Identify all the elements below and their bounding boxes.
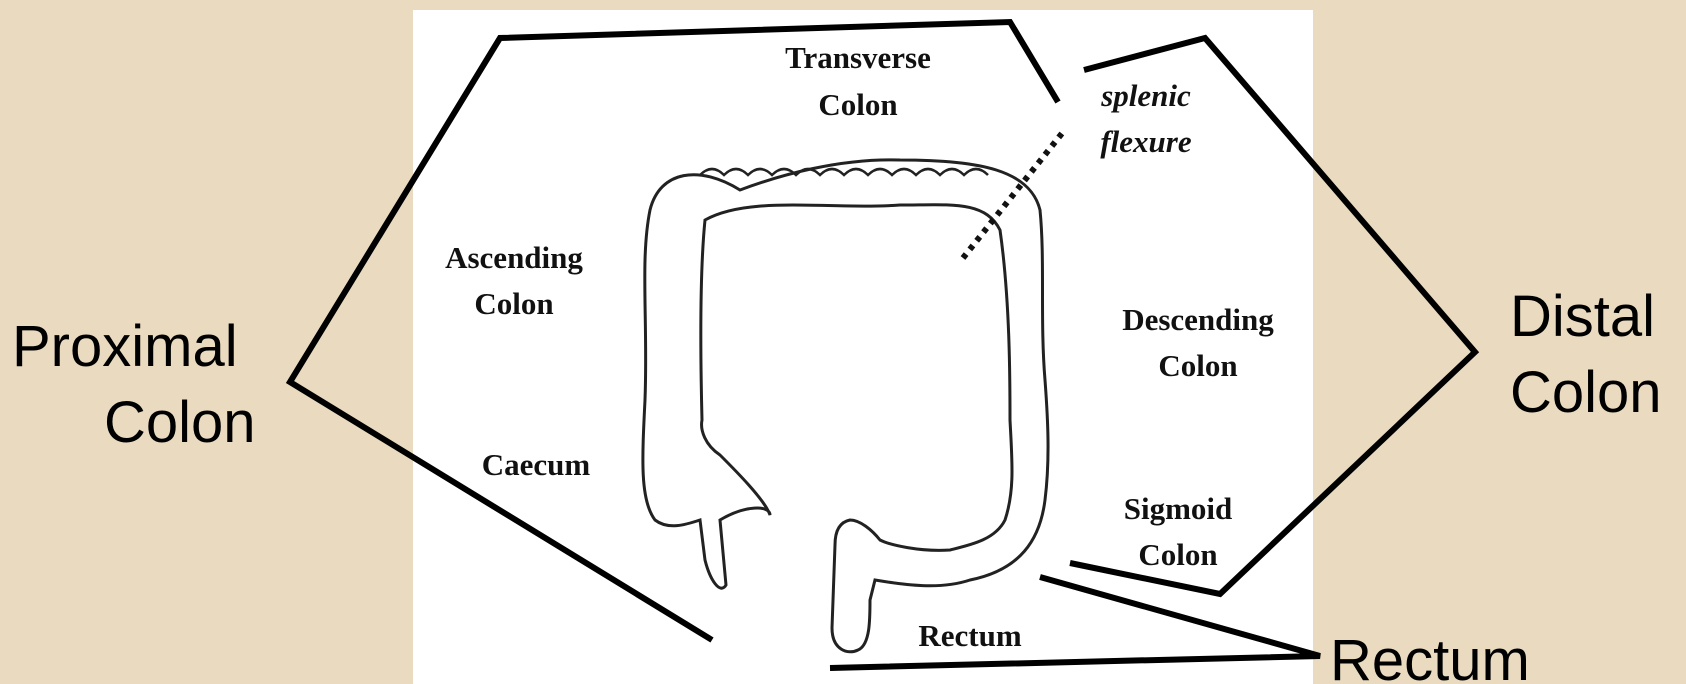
label-distal-colon-line1: Distal: [1510, 284, 1655, 349]
label-proximal-colon-line2: Colon: [104, 390, 256, 455]
label-transverse-colon-line2: Colon: [818, 87, 897, 122]
label-transverse-colon-line1: Transverse: [785, 40, 931, 75]
label-rectum-inner: Rectum: [918, 618, 1021, 653]
label-ascending-colon-line1: Ascending: [445, 240, 583, 275]
label-splenic-flexure-line2: flexure: [1100, 124, 1192, 159]
label-sigmoid-colon-line2: Colon: [1138, 537, 1217, 572]
label-rectum-outer: Rectum: [1330, 628, 1530, 684]
label-proximal-colon-line1: Proximal: [12, 314, 238, 379]
label-caecum: Caecum: [482, 447, 591, 482]
label-descending-colon-line2: Colon: [1158, 348, 1237, 383]
label-sigmoid-colon-line1: Sigmoid: [1124, 491, 1233, 526]
label-ascending-colon-line2: Colon: [474, 286, 553, 321]
label-descending-colon-line1: Descending: [1122, 302, 1274, 337]
label-distal-colon-line2: Colon: [1510, 360, 1662, 425]
label-splenic-flexure-line1: splenic: [1100, 78, 1191, 113]
